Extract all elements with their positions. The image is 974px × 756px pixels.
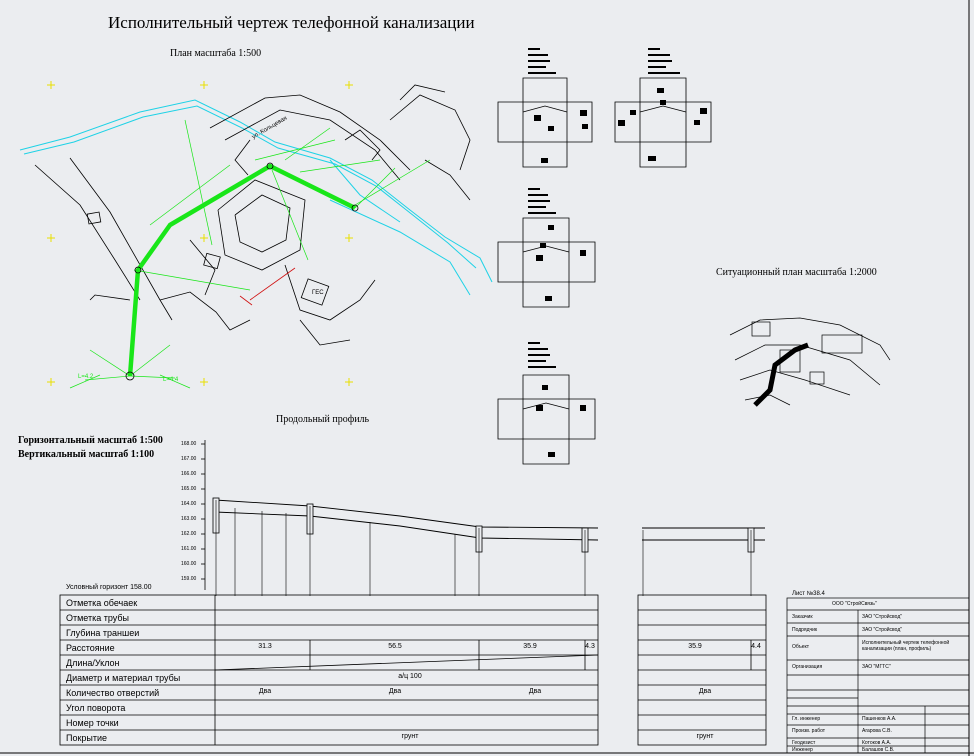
stamp-row-value: ЗАО "Стройсвод" (862, 614, 903, 620)
vertical-scale-label: Вертикальный масштаб 1:100 (18, 449, 155, 460)
situation-route (753, 342, 809, 407)
survey-lines (69, 119, 431, 389)
signer-name: Пашенков А.А. (862, 716, 897, 722)
y-tick: 166.00 (181, 471, 197, 477)
cable-route (127, 163, 356, 377)
pipe-cell: а/ц 100 (398, 673, 422, 680)
well-markers (125, 162, 359, 381)
stamp-row-label: Организация (792, 664, 823, 670)
length-label-right: L=4.4 (163, 377, 179, 383)
profile-axis (201, 440, 206, 590)
cover-cell: грунт (401, 733, 419, 740)
row-label: Глубина траншеи (66, 628, 140, 638)
distance-cell: 31.3 (258, 643, 272, 650)
row-label: Количество отверстий (66, 688, 160, 698)
stamp-row-label: Объект (792, 644, 810, 650)
signer-role: Геодезист (792, 740, 816, 746)
y-tick: 165.00 (181, 486, 197, 492)
row-label: Диаметр и материал трубы (66, 673, 181, 683)
y-tick: 168.00 (181, 441, 197, 447)
well-details (497, 77, 712, 465)
profile-wells (212, 497, 755, 553)
conditional-horizon-label: Условный горизонт 158.00 (66, 584, 152, 591)
y-tick: 167.00 (181, 456, 197, 462)
signer-role: Инженер (792, 747, 813, 753)
well-annotations (528, 48, 680, 368)
length-label-left: L=4.2 (78, 374, 94, 380)
utility-cyan-lines (19, 99, 493, 296)
profile-verticals (215, 500, 752, 596)
building-label: ГЕС (312, 290, 324, 296)
yellow-markers (47, 81, 353, 386)
row-label: Номер точки (66, 718, 119, 728)
holes-cell: Два (258, 688, 272, 695)
distance-cell: 56.5 (388, 643, 402, 650)
building-outlines (34, 84, 471, 346)
red-dimension (239, 267, 296, 306)
profile-ground (214, 499, 765, 541)
signer-role: Гл. инженер (792, 716, 821, 722)
holes-cell: Два (388, 688, 402, 695)
signer-name: Агарова С.В. (862, 728, 892, 734)
y-tick: 164.00 (181, 501, 197, 507)
profile-label: Продольный профиль (276, 414, 370, 425)
row-label: Длина/Уклон (66, 658, 120, 668)
stamp-row-value: Исполнительный чертеж телефонной канализ… (862, 640, 950, 652)
stamp-row-label: Подрядчик (792, 627, 818, 633)
distance-cell: 4.3 (585, 643, 595, 650)
stamp-row-label: Заказчик (792, 614, 813, 620)
situation-plan-label: Ситуационный план масштаба 1:2000 (716, 267, 877, 278)
stamp-company: ООО "СтройСвязь" (832, 601, 877, 607)
signer-name: Котоков А.А. (862, 740, 892, 746)
well-pipe-marks (534, 88, 707, 457)
stamp-row-value: ЗАО "МГТС" (862, 664, 891, 670)
drawing-title: Исполнительный чертеж телефонной канализ… (108, 13, 475, 32)
signer-role: Произв. работ (792, 728, 826, 734)
row-label: Отметка трубы (66, 613, 130, 623)
holes-cell: Два (698, 688, 712, 695)
distance-cell: 35.9 (688, 643, 702, 650)
stamp-row-value: ЗАО "Стройсвод" (862, 627, 903, 633)
profile-table-grid (59, 594, 767, 746)
row-label: Расстояние (66, 643, 115, 653)
cover-cell: грунт (696, 733, 714, 740)
y-tick: 161.00 (181, 546, 197, 552)
row-label: Угол поворота (66, 703, 126, 713)
row-label: Отметка обечаек (66, 598, 138, 608)
y-tick: 163.00 (181, 516, 197, 522)
distance-cell: 35.9 (523, 643, 537, 650)
distance-cell: 4.4 (751, 643, 761, 650)
y-tick: 160.00 (181, 561, 197, 567)
y-tick: 162.00 (181, 531, 197, 537)
title-block-grid (786, 597, 970, 754)
holes-cell: Два (528, 688, 542, 695)
horizontal-scale-label: Горизонтальный масштаб 1:500 (18, 435, 163, 446)
plan-label: План масштаба 1:500 (170, 48, 262, 59)
situation-plan (729, 317, 891, 406)
sheet-id: Лист №38.4 (792, 591, 825, 597)
signer-name: Балашов С.В. (862, 747, 895, 753)
y-tick: 159.00 (181, 576, 197, 582)
row-label: Покрытие (66, 733, 108, 743)
